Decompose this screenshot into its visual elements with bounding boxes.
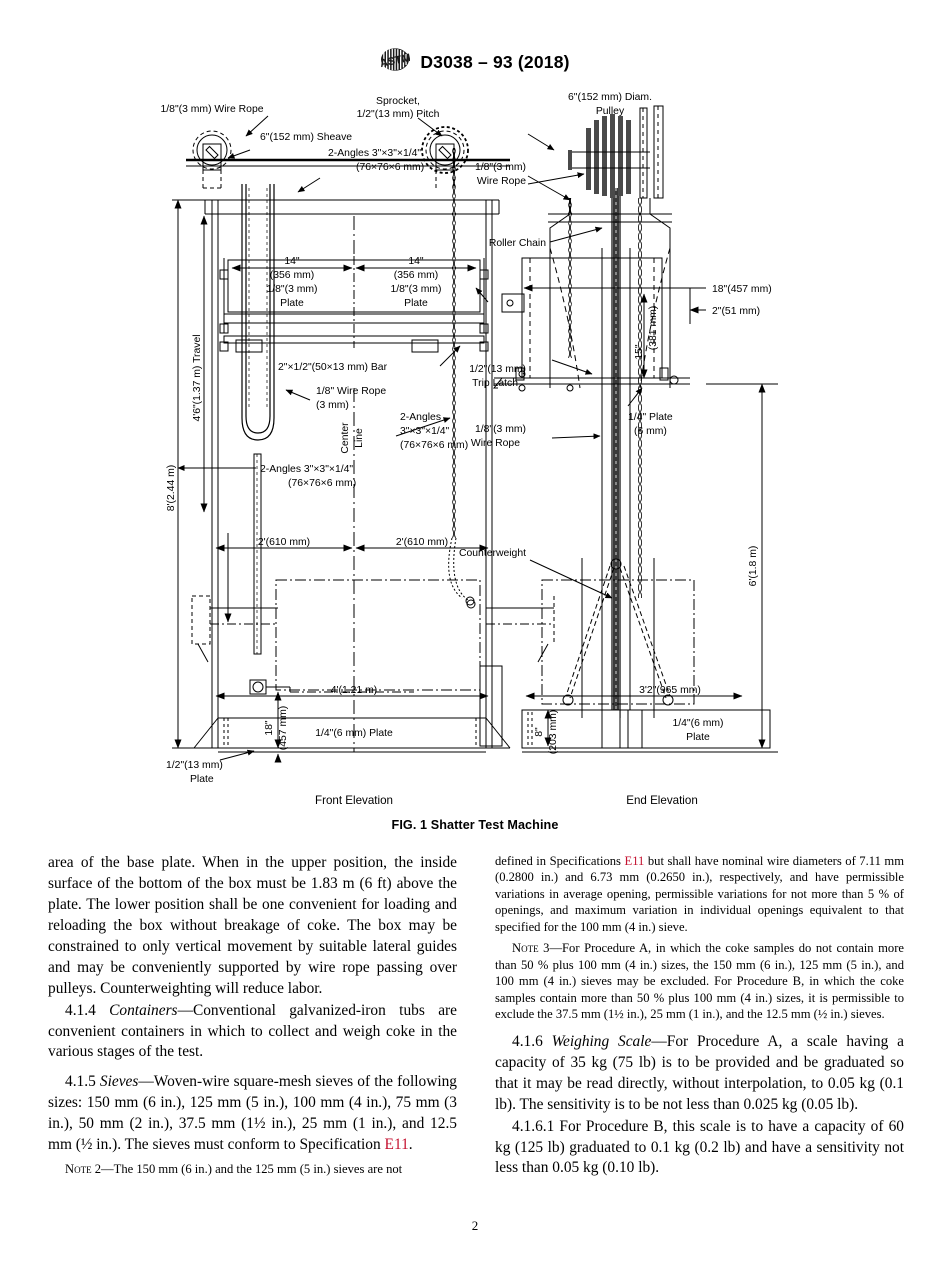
section-number-4-1-5: 4.1.5	[65, 1073, 96, 1091]
note-3: Note 3—For Procedure A, in which the cok…	[495, 940, 904, 1022]
label-height-8ft: 8'(2.44 m)	[166, 465, 177, 511]
note-2-cont-a: defined in Specifications	[495, 854, 625, 868]
label-dim-18in-line2: (457 mm)	[278, 706, 289, 750]
section-body-4-1-5-end: .	[408, 1136, 413, 1154]
note-2-text: —The 150 mm (6 in.) and the 125 mm (5 in…	[101, 1162, 403, 1177]
label-plate-quarter-base-line1: 1/4"(6 mm)	[672, 718, 723, 729]
label-plate-half-line2: Plate	[190, 774, 214, 785]
label-pulley-line1: 6"(152 mm) Diam.	[568, 92, 652, 103]
page-number: 2	[471, 1218, 479, 1233]
label-dim-14-right-line2: (356 mm)	[394, 270, 438, 281]
section-body-4-1-6: —For Procedure A, a scale having a capac…	[495, 1032, 904, 1113]
note-2-cont-b: but shall have nominal wire diameters of…	[495, 854, 904, 934]
note-3-text: —For Procedure A, in which the coke samp…	[495, 941, 904, 1022]
body-text: area of the base plate. When in the uppe…	[48, 853, 904, 1179]
section-body-4-1-5: —Woven-wire square-mesh sieves of the fo…	[48, 1073, 457, 1154]
label-sprocket-line2: 1/2"(13 mm) Pitch	[357, 109, 440, 120]
right-column: defined in Specifications E11 but shall …	[495, 853, 904, 1179]
section-term-containers: Containers	[109, 1001, 178, 1019]
left-column: area of the base plate. When in the uppe…	[48, 853, 457, 1179]
label-travel: 4'6"(1.37 m) Travel	[192, 334, 203, 421]
label-dim-203mm: (203 mm)	[548, 710, 559, 754]
figure-caption: FIG. 1 Shatter Test Machine	[391, 818, 559, 832]
note-2: Note 2—The 150 mm (6 in.) and the 125 mm…	[48, 1161, 457, 1177]
label-dim-2ft-left: 2'(610 mm)	[258, 537, 310, 548]
label-wire-rope-low-line1: 1/8"(3 mm)	[475, 424, 526, 435]
paragraph-4-1-4: 4.1.4 Containers—Conventional galvanized…	[48, 1001, 457, 1064]
label-wire-rope-mid-line2: (3 mm)	[316, 400, 349, 411]
section-number-4-1-6: 4.1.6	[512, 1032, 543, 1050]
page-header: ASTM D3038 – 93 (2018)	[0, 47, 950, 78]
label-end-elevation: End Elevation	[626, 794, 698, 807]
label-wire-rope-low-line2: Wire Rope	[471, 438, 520, 449]
label-dim-4ft: 4'(1.21 m)	[331, 685, 377, 696]
label-plate-quarter-base-line2: Plate	[686, 732, 710, 743]
label-plate-right-line2: Plate	[404, 298, 428, 309]
label-sprocket-line1: Sprocket,	[376, 96, 420, 107]
section-term-weighing-scale: Weighing Scale	[551, 1032, 652, 1050]
label-counterweight: Counterweight	[459, 548, 526, 559]
figure-shatter-test-machine: 1/8"(3 mm) Wire Rope Sprocket, 1/2"(13 m…	[150, 88, 810, 818]
label-dim-14-left-line2: (356 mm)	[270, 270, 314, 281]
label-dim-2ft-right: 2'(610 mm)	[396, 537, 448, 548]
label-roller-chain: Roller Chain	[489, 238, 546, 249]
label-dim-3ft2: 3'2"(965 mm)	[639, 685, 701, 696]
label-dim-18in-right: 18"(457 mm)	[712, 284, 772, 295]
section-body-4-1-4: —Conventional galvanized-iron tubs are c…	[48, 1001, 457, 1061]
label-plate-left-line2: Plate	[280, 298, 304, 309]
label-front-elevation: Front Elevation	[315, 794, 393, 807]
label-angles-mid-line1: 2-Angles	[400, 412, 441, 423]
label-height-6ft: 6'(1.8 m)	[748, 546, 759, 587]
label-angles-top-line1: 2-Angles 3"×3"×1/4"	[328, 148, 421, 159]
section-term-sieves: Sieves	[99, 1073, 139, 1091]
label-center-line-1: Center	[340, 422, 351, 454]
paragraph-4-1-5: 4.1.5 Sieves—Woven-wire square-mesh siev…	[48, 1072, 457, 1156]
section-number-4-1-6-1: 4.1.6.1	[512, 1117, 555, 1135]
label-trip-latch-line1: 1/2"(13 mm)	[469, 364, 526, 375]
label-plate-half-line1: 1/2"(13 mm)	[166, 760, 223, 771]
label-dim-8in: 8"	[534, 727, 545, 737]
label-angles-mid-line2: 3"×3"×1/4"	[400, 426, 450, 437]
label-angles-mid-line3: (76×76×6 mm)	[400, 440, 468, 451]
note-2-label: Note 2	[65, 1162, 102, 1177]
label-wire-rope-right-line1: 1/8"(3 mm)	[475, 162, 526, 173]
label-angles-low-line1: 2-Angles 3"×3"×1/4"	[260, 464, 353, 475]
paragraph-4-1-6-1: 4.1.6.1 For Procedure B, this scale is t…	[495, 1117, 904, 1180]
label-dim-18in-line1: 18"	[264, 720, 275, 736]
label-dim-14-left-line1: 14"	[284, 256, 300, 267]
label-trip-latch-line2: Trip Latch	[472, 378, 518, 389]
paragraph-4-1-6: 4.1.6 Weighing Scale—For Procedure A, a …	[495, 1032, 904, 1116]
label-wire-rope-top-left: 1/8"(3 mm) Wire Rope	[161, 104, 264, 115]
label-pulley-line2: Pulley	[596, 106, 625, 117]
label-plate-quarter-end-line2: (6 mm)	[634, 426, 667, 437]
label-plate-left-line1: 1/8"(3 mm)	[266, 284, 317, 295]
label-angles-low-line2: (76×76×6 mm)	[288, 478, 356, 489]
astm-logo-icon: ASTM	[379, 47, 412, 78]
link-e11-left[interactable]: E11	[384, 1136, 409, 1154]
label-angles-top-line2: (76×76×6 mm)	[356, 162, 424, 173]
label-plate-quarter-end-line1: 1/4" Plate	[628, 412, 673, 423]
label-bar: 2"×1/2"(50×13 mm) Bar	[278, 362, 388, 373]
paragraph-continued: area of the base plate. When in the uppe…	[48, 854, 457, 997]
note-3-label: Note 3	[512, 941, 550, 956]
label-dim-15in: 15"	[634, 344, 645, 360]
label-plate-right-line1: 1/8"(3 mm)	[390, 284, 441, 295]
note-2-continued: defined in Specifications E11 but shall …	[495, 853, 904, 935]
label-wire-rope-right-line2: Wire Rope	[477, 176, 526, 187]
label-dim-14-right-line1: 14"	[408, 256, 424, 267]
section-body-4-1-6-1: For Procedure B, this scale is to have a…	[495, 1117, 904, 1177]
label-dim-2in: 2"(51 mm)	[712, 306, 760, 317]
label-dim-381mm: (381 mm)	[648, 306, 659, 350]
label-plate-quarter-front: 1/4"(6 mm) Plate	[315, 728, 393, 739]
label-sheave: 6"(152 mm) Sheave	[260, 132, 352, 143]
section-number-4-1-4: 4.1.4	[65, 1001, 96, 1019]
label-center-line-2: Line	[354, 428, 365, 448]
standard-designation: D3038 – 93 (2018)	[420, 52, 570, 72]
label-wire-rope-mid-line1: 1/8" Wire Rope	[316, 386, 386, 397]
link-e11-right[interactable]: E11	[624, 854, 645, 868]
